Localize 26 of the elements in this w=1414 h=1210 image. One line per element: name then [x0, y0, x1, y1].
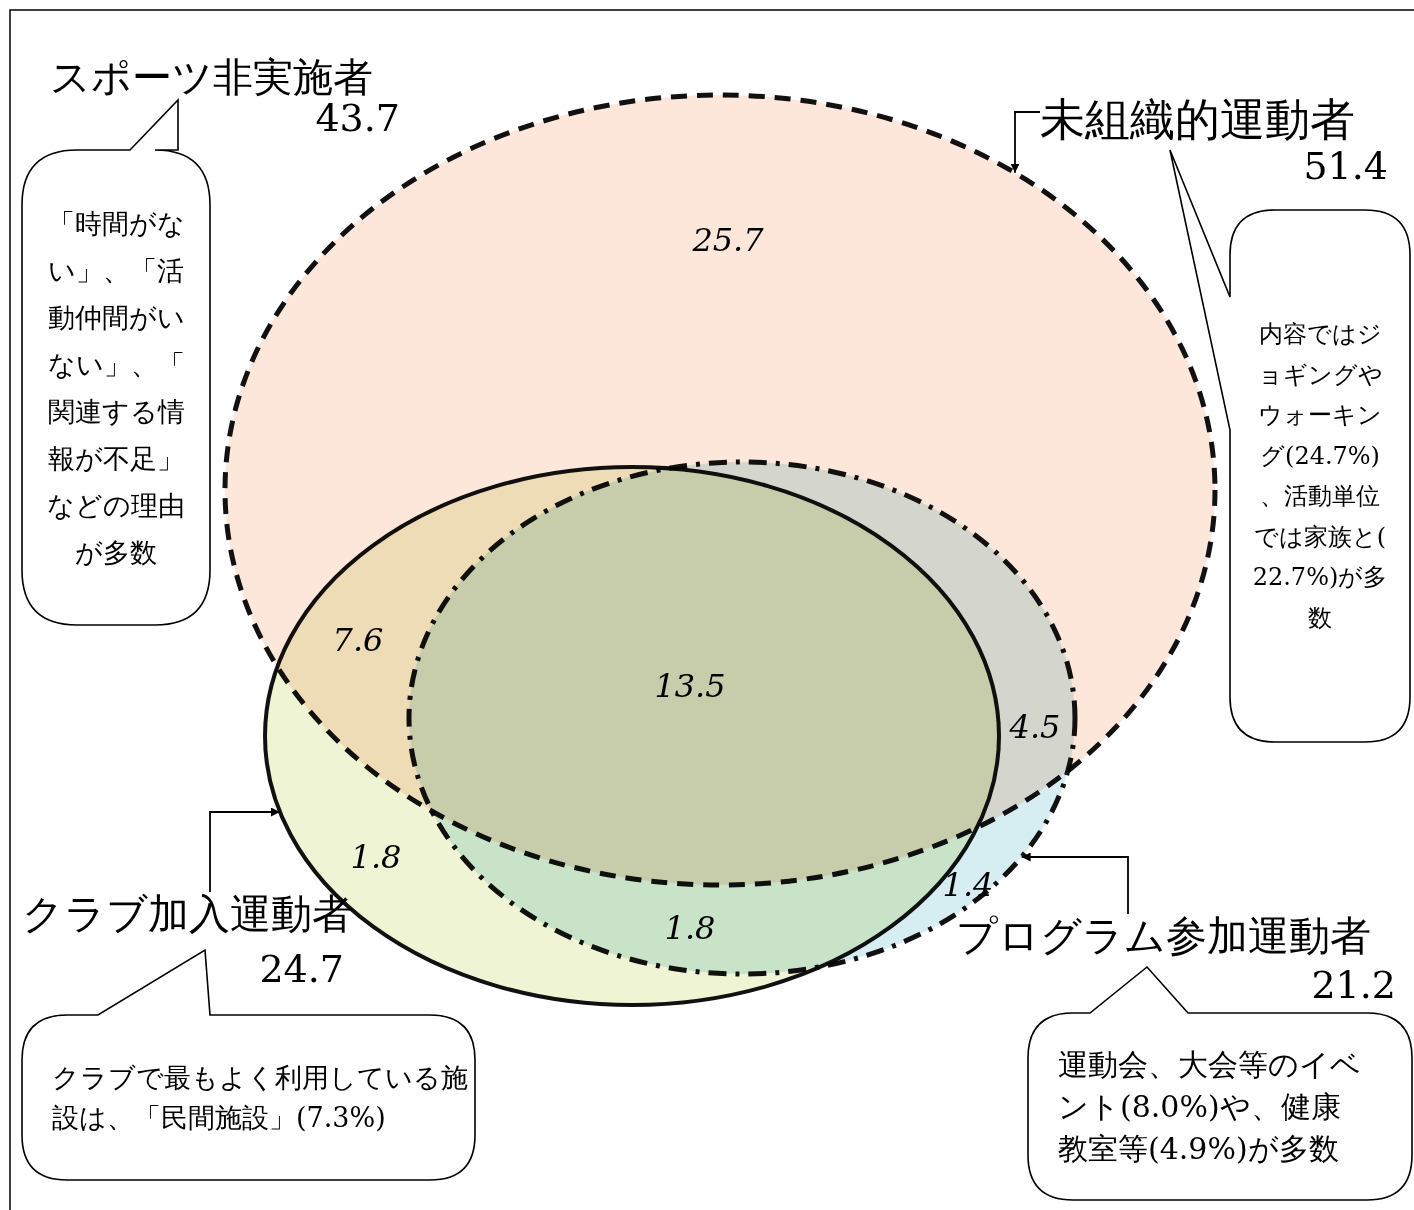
speech-bubble [1170, 150, 1410, 742]
group-label: 未組織的運動者 [1040, 95, 1355, 145]
percentage-value: 21.2 [1311, 966, 1396, 1004]
callout-text: 「時間がない」、「活動仲間がいない」、「関連する情報が不足」などの理由が多数 [46, 206, 186, 570]
speech-bubble [22, 950, 475, 1180]
callout-text: 内容ではジョギングやウォーキング(24.7%)、活動単位では家族と(22.7%)が多数 [1251, 319, 1389, 634]
region-value: 4.5 [1009, 711, 1061, 743]
group-label: クラブ加入運動者 [22, 892, 353, 938]
callout-text: クラブで最もよく利用している施設は、「民間施設」(7.3%) [52, 1060, 469, 1135]
region-value: 7.6 [332, 624, 384, 656]
leader-arrow [1010, 111, 1041, 174]
group-label: スポーツ非実施者 [50, 55, 373, 99]
region-value: 25.7 [692, 224, 764, 256]
leader-arrow [1020, 852, 1129, 915]
region-value: 1.4 [942, 869, 994, 901]
percentage-value: 24.7 [259, 950, 344, 988]
speech-bubble [22, 100, 210, 625]
region-value: 1.8 [664, 912, 716, 944]
group-label: プログラム参加運動者 [956, 914, 1371, 960]
leader-arrow [209, 807, 281, 893]
callout-text: 運動会、大会等のイベント(8.0%)や、健康教室等(4.9%)が多数 [1058, 1045, 1362, 1168]
region-value: 1.8 [350, 841, 402, 873]
percentage-value: 43.7 [315, 99, 400, 137]
speech-bubble [1028, 967, 1412, 1200]
percentage-value: 51.4 [1303, 147, 1388, 185]
region-value: 13.5 [654, 670, 726, 702]
